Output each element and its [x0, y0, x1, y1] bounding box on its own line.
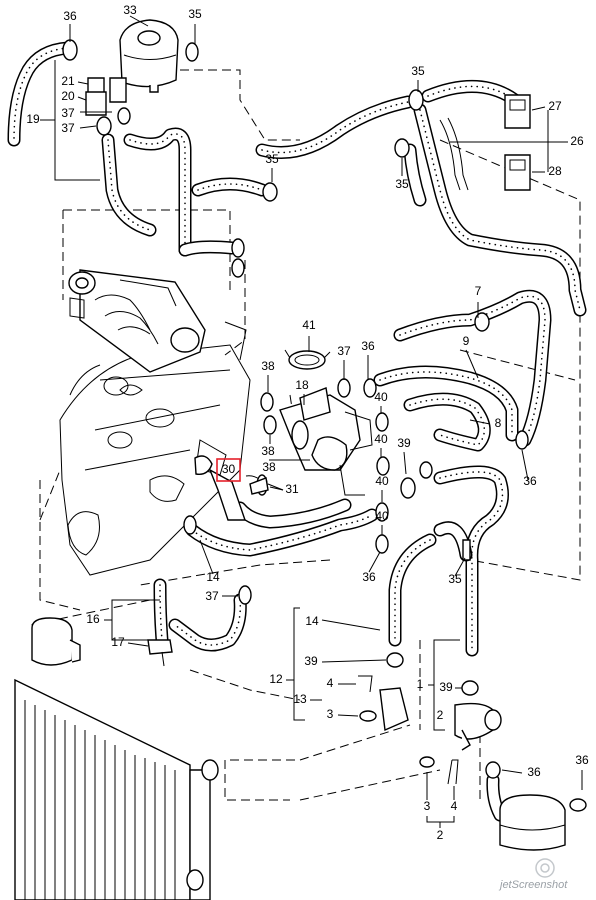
callout-12: 12: [269, 672, 283, 686]
oring-clip-bottom: [419, 756, 459, 785]
callout-36: 36: [63, 9, 77, 23]
callout-40: 40: [374, 390, 388, 404]
radiator: [14, 678, 219, 900]
callout-16: 16: [86, 612, 100, 626]
callout-38: 38: [261, 359, 275, 373]
expansion-tank: [119, 19, 179, 93]
callout-40: 40: [375, 509, 389, 523]
clamps: [62, 39, 529, 779]
callout-14: 14: [206, 570, 220, 584]
callout-3: 3: [327, 707, 334, 721]
callout-35: 35: [411, 64, 425, 78]
callout-35: 35: [188, 7, 202, 21]
lower-fitting-1: [454, 702, 502, 751]
cap-fittings: [85, 77, 127, 116]
callout-3: 3: [424, 799, 431, 813]
hose-clip: [147, 639, 173, 667]
spring-clamp: [284, 349, 331, 370]
callout-39: 39: [439, 680, 453, 694]
callout-36: 36: [575, 753, 589, 767]
callout-36: 36: [527, 765, 541, 779]
callout-17: 17: [111, 635, 125, 649]
coolant-flange: [279, 387, 373, 496]
pipe-26: [439, 117, 469, 191]
callout-13: 13: [293, 692, 307, 706]
callout-2: 2: [437, 708, 444, 722]
camera-icon: [535, 858, 555, 878]
callout-27: 27: [548, 99, 562, 113]
callout-36: 36: [523, 474, 537, 488]
callout-38: 38: [261, 444, 275, 458]
callout-36: 36: [362, 570, 376, 584]
callout-35: 35: [395, 177, 409, 191]
callout-37: 37: [61, 121, 75, 135]
callout-9: 9: [463, 334, 470, 348]
callout-37: 37: [61, 106, 75, 120]
callout-37: 37: [205, 589, 219, 603]
callout-40: 40: [375, 474, 389, 488]
callout-31: 31: [285, 482, 299, 496]
callout-41: 41: [302, 318, 316, 332]
oil-cooler: [499, 794, 587, 851]
callout-21: 21: [61, 74, 75, 88]
watermark: jetScreenshot: [498, 858, 568, 891]
lower-fitting-13: [358, 675, 409, 732]
intake-manifold: [68, 269, 206, 373]
small-reservoir: [31, 617, 81, 666]
callout-40: 40: [374, 432, 388, 446]
callout-39: 39: [397, 436, 411, 450]
highlight-box-30: [216, 458, 241, 482]
callout-labels: 36 33 35 21 20 19 37 37 35 35 35 27 26 2…: [26, 3, 589, 842]
callout-28: 28: [548, 164, 562, 178]
callout-36: 36: [361, 339, 375, 353]
callout-37: 37: [337, 344, 351, 358]
callout-35: 35: [265, 152, 279, 166]
callout-4: 4: [327, 676, 334, 690]
callout-33: 33: [123, 3, 137, 17]
callout-39: 39: [304, 654, 318, 668]
sensor-connectors: [504, 94, 531, 191]
callout-14: 14: [305, 614, 319, 628]
hoses: [7, 41, 587, 822]
watermark-text: jetScreenshot: [498, 879, 568, 891]
leader-lines: [40, 15, 583, 828]
callout-8: 8: [495, 416, 502, 430]
callout-7: 7: [475, 284, 482, 298]
callout-30: 30: [222, 462, 236, 476]
callout-1: 1: [417, 677, 424, 691]
callout-19: 19: [26, 112, 40, 126]
callout-2: 2: [437, 828, 444, 842]
callout-20: 20: [61, 89, 75, 103]
callout-4: 4: [451, 799, 458, 813]
callout-38: 38: [262, 460, 276, 474]
callout-18: 18: [295, 378, 309, 392]
callout-26: 26: [570, 134, 584, 148]
callout-35: 35: [448, 572, 462, 586]
